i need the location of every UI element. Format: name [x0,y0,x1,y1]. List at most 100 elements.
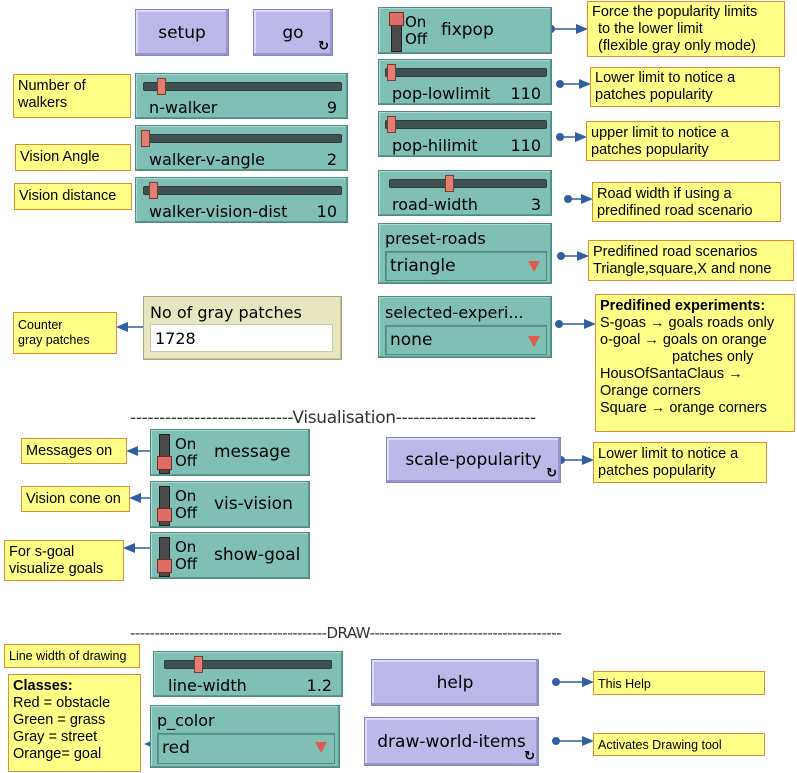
message-switch[interactable]: On Off message [150,429,310,476]
chooser-dropdown[interactable] [385,325,547,355]
switch-label: message [214,442,291,462]
walker-v-angle-slider[interactable]: walker-v-angle 2 [135,125,348,171]
switch-track[interactable] [159,434,170,474]
slider-thumb[interactable] [445,175,454,192]
show-goal-switch[interactable]: On Off show-goal [150,532,310,579]
fixpop-switch[interactable]: On Off fixpop [378,7,552,54]
switch-knob[interactable] [157,456,172,470]
chooser-value: red [162,738,190,758]
note-classes: Classes: Red = obstacle Green = grass Gr… [8,674,141,772]
slider-name: pop-hilimit [392,136,478,155]
switch-off-label: Off [175,504,198,522]
slider-track[interactable] [143,134,342,143]
slider-thumb[interactable] [387,116,396,133]
slider-thumb[interactable] [157,78,166,95]
road-width-slider[interactable]: road-width 3 [378,170,552,216]
setup-button[interactable]: setup [135,9,229,56]
forever-icon: ↻ [318,39,329,54]
slider-track[interactable] [143,186,342,195]
dropdown-arrow-icon[interactable] [528,261,540,272]
note-road-width: Road width if using a predifined road sc… [592,182,781,222]
draw-world-items-label: draw-world-items [377,731,526,752]
slider-thumb[interactable] [149,182,158,199]
monitor-value-box [150,324,333,352]
switch-label: vis-vision [214,494,293,514]
slider-value: 110 [510,136,541,155]
go-label: go [282,22,304,43]
note-lowlimit: Lower limit to notice a patches populari… [590,67,780,107]
slider-name: walker-vision-dist [149,202,288,221]
monitor-value: 1728 [155,329,196,348]
switch-knob[interactable] [157,559,172,573]
forever-icon: ↻ [546,466,557,481]
help-button[interactable]: help [371,659,539,706]
p-color-chooser[interactable]: p_color red [150,705,340,768]
switch-off-label: Off [405,30,428,48]
chooser-value: triangle [390,256,456,276]
note-hilimit: upper limit to notice a patches populari… [586,121,780,161]
pop-hilimit-slider[interactable]: pop-hilimit 110 [378,111,552,157]
preset-roads-chooser[interactable]: preset-roads triangle [378,223,552,284]
switch-knob[interactable] [157,508,172,522]
slider-name: line-width [168,676,247,695]
chooser-title: selected-experi... [385,303,524,322]
gray-patches-monitor: No of gray patches 1728 [143,296,342,360]
scale-popularity-button[interactable]: scale-popularity ↻ [386,437,561,483]
scale-popularity-label: scale-popularity [405,450,542,470]
switch-off-label: Off [175,555,198,573]
switch-on-label: On [405,13,427,31]
draw-divider: ----------------------------------------… [130,624,562,642]
switch-track[interactable] [159,537,170,577]
chooser-dropdown[interactable] [385,251,547,281]
note-messages-on: Messages on [21,438,127,464]
note-scale-popularity: Lower limit to notice a patches populari… [593,442,767,483]
forever-icon: ↻ [524,749,535,764]
setup-label: setup [158,22,206,43]
note-fixpop: Force the popularity limits to the lower… [587,1,785,57]
slider-value: 9 [326,98,337,117]
note-help: This Help [593,671,765,695]
slider-value: 110 [510,84,541,103]
monitor-title: No of gray patches [150,303,302,322]
pop-lowlimit-slider[interactable]: pop-lowlimit 110 [378,59,552,105]
draw-world-items-button[interactable]: draw-world-items ↻ [364,717,539,766]
dropdown-arrow-icon[interactable] [315,742,327,753]
note-draw: Activates Drawing tool [593,733,765,756]
switch-track[interactable] [159,486,170,526]
slider-name: walker-v-angle [149,150,265,169]
slider-track[interactable] [143,82,342,91]
switch-on-label: On [175,487,197,505]
slider-value: 2 [326,150,337,169]
slider-track[interactable] [385,120,547,129]
chooser-dropdown[interactable] [157,733,335,764]
slider-name: road-width [392,195,478,214]
note-vision-distance: Vision distance [14,183,132,210]
slider-value: 1.2 [306,676,332,695]
line-width-slider[interactable]: line-width 1.2 [153,651,343,697]
note-vision-angle: Vision Angle [15,144,131,171]
slider-track[interactable] [385,68,547,77]
note-experiments: Predifined experiments: S-goas → goals r… [595,294,795,432]
vis-vision-switch[interactable]: On Off vis-vision [150,481,310,528]
switch-off-label: Off [175,452,198,470]
note-walkers: Number of walkers [13,74,131,118]
slider-track[interactable] [164,660,332,669]
walker-vision-dist-slider[interactable]: walker-vision-dist 10 [135,177,348,223]
slider-thumb[interactable] [194,656,203,673]
slider-thumb[interactable] [387,64,396,81]
note-line-width: Line width of drawing [4,644,140,668]
go-button[interactable]: go ↻ [253,9,333,56]
slider-name: pop-lowlimit [392,84,491,103]
n-walker-slider[interactable]: n-walker 9 [135,73,348,119]
note-preset-roads: Predifined road scenarios Triangle,squar… [588,240,794,281]
help-label: help [436,672,474,693]
note-vision-cone-on: Vision cone on [21,486,130,512]
selected-experiment-chooser[interactable]: selected-experi... none [378,296,552,358]
switch-on-label: On [175,435,197,453]
slider-name: n-walker [149,98,218,117]
chooser-title: p_color [157,711,215,730]
dropdown-arrow-icon[interactable] [528,336,540,347]
slider-track[interactable] [389,179,547,188]
slider-thumb[interactable] [141,130,150,147]
switch-knob[interactable] [389,12,404,26]
